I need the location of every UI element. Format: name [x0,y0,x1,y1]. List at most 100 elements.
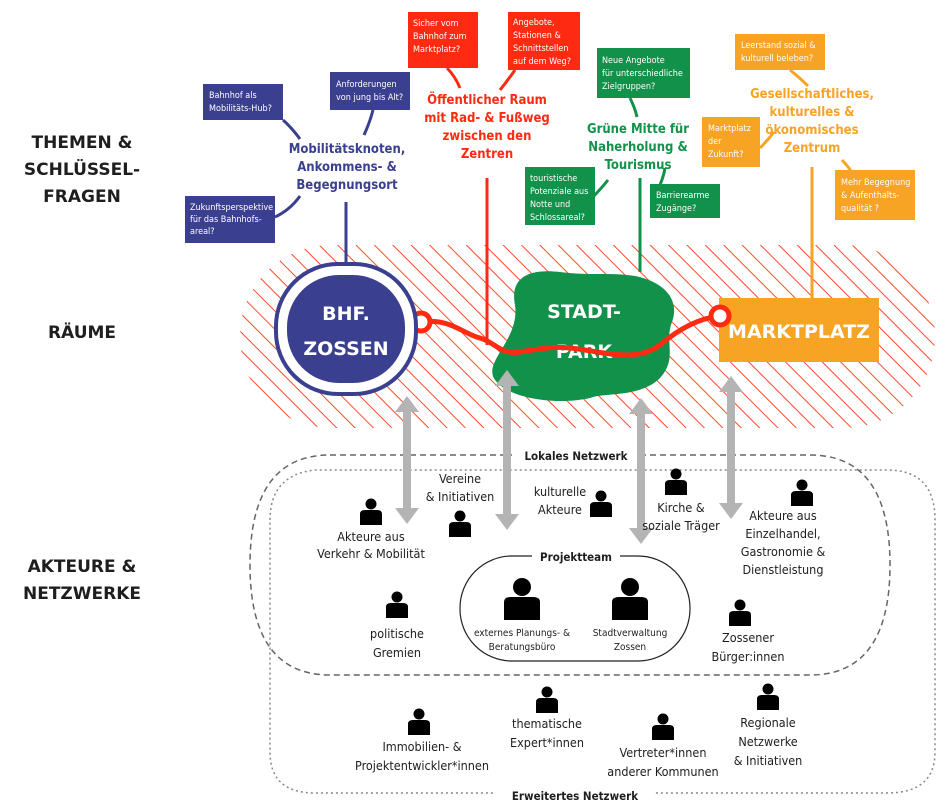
svg-text:Barrierearme: Barrierearme [656,191,709,201]
person-icon [729,599,751,626]
question-new-offers [597,48,690,98]
svg-text:thematische: thematische [512,716,582,731]
svg-text:ökonomisches: ökonomisches [765,123,858,138]
question-vacancy [735,34,825,70]
svg-text:Vertreter*innen: Vertreter*innen [620,745,707,760]
question-ages [330,72,410,110]
person-icon [757,683,779,710]
actor-regional: Regionale Netzwerke & Initiativen [734,683,803,768]
svg-text:Tourismus: Tourismus [605,158,672,173]
svg-text:qualität ?: qualität ? [841,204,879,214]
svg-text:Kirche &: Kirche & [657,500,705,515]
question-offers [508,12,580,70]
svg-text:Schnittstellen: Schnittstellen [513,44,568,54]
svg-text:Potenziale aus: Potenziale aus [530,187,588,197]
svg-text:Marktplatz: Marktplatz [708,124,751,134]
question-marketplace [702,117,760,167]
svg-text:Zugänge?: Zugänge? [656,204,696,214]
actor-politics: politische Gremien [370,591,424,660]
section-themes: THEMEN & SCHLÜSSEL- FRAGEN [24,133,140,207]
question-barrier-free [650,184,720,218]
extended-network-border [269,469,936,794]
space-park: STADT- PARK [492,271,675,401]
svg-text:Stationen &: Stationen & [513,31,561,41]
svg-text:von jung bis Alt?: von jung bis Alt? [336,93,403,103]
svg-text:Verkehr & Mobilität: Verkehr & Mobilität [317,546,425,561]
actor-church: Kirche & soziale Träger [642,468,720,533]
svg-text:Vereine: Vereine [439,471,481,486]
svg-text:Akteure aus: Akteure aus [337,529,405,544]
theme-mobility: Bahnhof als Mobilitäts-Hub? Anforderunge… [185,72,410,262]
svg-text:für unterschiedliche: für unterschiedliche [602,69,683,79]
svg-text:Notte und: Notte und [530,200,570,210]
svg-text:Immobilien- &: Immobilien- & [382,739,461,754]
actor-citizens: Zossener Bürger:innen [712,599,784,664]
person-icon [449,510,471,537]
svg-text:politische: politische [370,626,424,641]
svg-text:Akteure aus: Akteure aus [749,508,817,523]
svg-text:Gesellschaftliches,: Gesellschaftliches, [750,87,874,102]
path-node-right [708,304,732,328]
person-icon [360,498,382,525]
svg-text:Zukunft?: Zukunft? [708,150,744,160]
svg-text:Bahnhof als: Bahnhof als [209,91,257,101]
svg-text:Zossen: Zossen [614,642,646,653]
question-hub [203,84,283,120]
person-icon [386,591,408,618]
svg-text:& Initiativen: & Initiativen [426,489,495,504]
svg-text:Beratungsbüro: Beratungsbüro [489,642,556,653]
svg-text:Zielgruppen?: Zielgruppen? [602,82,655,92]
svg-text:Expert*innen: Expert*innen [510,735,584,750]
svg-text:Akteure: Akteure [538,502,582,517]
actor-retail: Akteure aus Einzelhandel, Gastronomie & … [741,479,826,577]
svg-text:auf dem Weg?: auf dem Weg? [513,57,571,67]
svg-text:Gremien: Gremien [373,645,421,660]
person-icon [665,468,687,495]
svg-text:Begegnungsort: Begegnungsort [296,178,398,193]
theme-public-space: Sicher vom Bahnhof zum Marktplatz? Angeb… [408,12,580,345]
arrow-market [719,376,743,519]
svg-text:BHF.: BHF. [322,303,370,325]
svg-text:Stadtverwaltung: Stadtverwaltung [593,628,668,639]
svg-text:Schlossareal?: Schlossareal? [530,213,585,223]
svg-text:Neue Angebote: Neue Angebote [602,56,665,66]
svg-text:SCHLÜSSEL-: SCHLÜSSEL- [24,158,140,180]
question-tourism [525,167,595,225]
svg-text:Naherholung &: Naherholung & [588,140,687,155]
svg-text:NETZWERKE: NETZWERKE [23,584,141,604]
svg-text:kulturelles &: kulturelles & [770,105,855,120]
svg-text:& Initiativen: & Initiativen [734,753,803,768]
svg-text:Mehr Begegnung: Mehr Begegnung [841,178,910,188]
svg-text:Zentren: Zentren [461,147,513,162]
actor-experts: thematische Expert*innen [510,686,584,750]
actor-clubs: Vereine & Initiativen [426,471,495,537]
svg-text:Zentrum: Zentrum [784,141,841,156]
person-icon [536,686,558,713]
svg-text:Zukunftsperspektive: Zukunftsperspektive [190,203,273,213]
svg-text:& Aufenthalts-: & Aufenthalts- [841,191,899,201]
arrow-station [395,396,419,524]
svg-text:Öffentlicher Raum: Öffentlicher Raum [427,92,547,108]
svg-text:Leerstand sozial &: Leerstand sozial & [741,41,816,51]
svg-text:für das Bahnhofs-: für das Bahnhofs- [190,215,262,225]
svg-text:touristische: touristische [530,174,577,184]
svg-text:Anforderungen: Anforderungen [336,80,397,90]
theme-center: Leerstand sozial & kulturell beleben? Ma… [702,34,915,298]
svg-text:Ankommens- &: Ankommens- & [297,160,397,175]
svg-text:Zossener: Zossener [722,630,774,645]
svg-text:Einzelhandel,: Einzelhandel, [745,526,820,541]
svg-text:Mobilitäts-Hub?: Mobilitäts-Hub? [209,104,272,114]
svg-text:Grüne Mitte für: Grüne Mitte für [587,122,689,137]
svg-text:kulturelle: kulturelle [534,484,586,499]
person-icon [590,490,612,517]
actor-culture: kulturelle Akteure [534,484,612,517]
svg-text:kulturell beleben?: kulturell beleben? [741,54,813,64]
section-actors: AKTEURE & NETZWERKE [23,557,141,604]
local-network-label: Lokales Netzwerk [524,449,628,463]
arrow-path [495,370,519,530]
svg-text:Gastronomie &: Gastronomie & [741,544,826,559]
svg-text:Sicher vom: Sicher vom [413,19,459,29]
svg-text:Angebote,: Angebote, [513,18,555,28]
svg-text:Bahnhof zum: Bahnhof zum [413,32,467,42]
theme-green: Neue Angebote für unterschiedliche Zielg… [525,48,720,272]
